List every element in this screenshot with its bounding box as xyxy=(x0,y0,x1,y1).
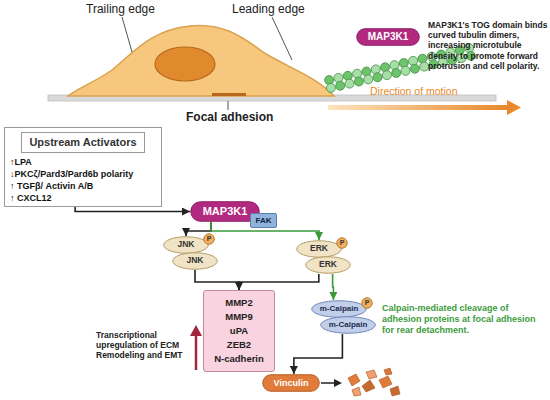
focal-adhesion-contact xyxy=(212,93,246,96)
kinase-oval: ERK xyxy=(305,256,351,274)
tubulin-bead xyxy=(373,73,382,82)
cell-nucleus xyxy=(155,47,215,81)
node-label: ERK xyxy=(319,260,337,270)
region-label: Leading edge xyxy=(232,2,305,16)
upregulation-arrow-shaft xyxy=(195,334,198,370)
ellipse-shape xyxy=(297,241,342,258)
tubulin-bead xyxy=(345,79,354,88)
activator-item: ↑ CXCL12 xyxy=(5,192,161,204)
tubulin-bead xyxy=(420,62,429,71)
phospho-circle: P xyxy=(336,237,348,249)
tubulin-bead xyxy=(326,83,335,92)
node-label: uPA xyxy=(230,324,248,338)
upregulation-arrow-head xyxy=(190,325,202,336)
node-label: JNK xyxy=(186,256,203,266)
activator-item: ↓PKCζ/Pard3/Pard6b polarity xyxy=(5,168,161,180)
protease-oval: m-Calpain xyxy=(320,316,376,334)
tubulin-bead xyxy=(354,77,363,86)
ellipse-shape xyxy=(306,257,351,274)
protein-fragment xyxy=(384,368,392,375)
motion-label: Direction of motion xyxy=(370,85,458,98)
circle-shape xyxy=(337,238,348,249)
ellipse-shape xyxy=(312,301,367,318)
arrow-connector xyxy=(195,270,239,290)
cleavage-arrow-shaft xyxy=(321,382,335,384)
circle-shape xyxy=(362,298,373,309)
region-label: Focal adhesion xyxy=(186,110,273,124)
node-label: ZEB2 xyxy=(227,338,251,352)
box-heading: Upstream Activators xyxy=(21,132,145,153)
arrow-connector xyxy=(239,274,319,290)
circle-shape xyxy=(204,234,215,245)
motion-arrow-shaft xyxy=(328,105,508,110)
tubulin-bead xyxy=(401,66,410,75)
node-label: P xyxy=(365,299,370,307)
motion-arrow-head xyxy=(507,100,521,115)
cell-body xyxy=(68,25,334,96)
activator-item: ↑ TGFβ/ Activin A/B xyxy=(5,180,161,192)
arrow-connector xyxy=(294,334,343,374)
phospho-circle: P xyxy=(361,297,373,309)
kinase-pill: MAP3K1 xyxy=(356,28,420,46)
ellipse-shape xyxy=(321,317,376,334)
node-label: MAP3K1 xyxy=(203,205,248,218)
node-label: P xyxy=(340,239,345,247)
node-label: ERK xyxy=(310,244,328,254)
arrow-connector xyxy=(332,274,334,300)
protein-fragment xyxy=(352,387,361,396)
target-gene-box: MMP2MMP9uPAZEB2N-cadherin xyxy=(203,290,275,372)
protein-fragment xyxy=(366,370,377,379)
node-label: MMP2 xyxy=(225,296,252,310)
leader-line xyxy=(272,17,292,60)
annotation-note: Transcriptional upregulation of ECM Remo… xyxy=(96,330,192,361)
leader-line xyxy=(122,17,132,52)
tubulin-bead xyxy=(392,68,401,77)
node-label: N-cadherin xyxy=(214,352,264,366)
tubulin-bead xyxy=(382,71,391,80)
protease-oval: m-Calpain xyxy=(311,300,367,318)
region-label: Trailing edge xyxy=(86,2,155,16)
annotation-note: Calpain-mediated cleavage of adhesion pr… xyxy=(382,303,548,335)
node-label: m-Calpain xyxy=(329,320,368,329)
protein-fragment xyxy=(362,380,375,392)
pill-shape xyxy=(263,375,320,392)
protein-fragment xyxy=(390,386,400,396)
ellipse-shape xyxy=(164,237,209,254)
node-label: JNK xyxy=(177,240,194,250)
kinase-box: FAK xyxy=(250,213,277,228)
node-label: Vinculin xyxy=(274,378,309,388)
cleavage-arrow-head xyxy=(334,379,342,387)
tubulin-bead xyxy=(364,75,373,84)
node-label: MAP3K1 xyxy=(368,31,409,43)
leader-line xyxy=(228,101,229,110)
activator-item: ↑LPA xyxy=(5,156,161,168)
tubulin-bead xyxy=(336,81,345,90)
activator-box: Upstream Activators ↑LPA↓PKCζ/Pard3/Pard6… xyxy=(4,127,162,207)
node-label: FAK xyxy=(256,216,272,225)
adhesion-protein-pill: Vinculin xyxy=(262,374,320,392)
pill-shape xyxy=(191,202,260,222)
annotation-note: MAP3K1's TOG domain binds curved tubulin… xyxy=(428,20,549,71)
node-label: m-Calpain xyxy=(320,304,359,313)
kinase-oval: JNK xyxy=(172,252,218,270)
protein-fragment xyxy=(348,374,360,386)
node-label: MMP9 xyxy=(225,310,252,324)
arrow-connector xyxy=(75,207,190,212)
node-label: P xyxy=(207,235,212,243)
kinase-oval: JNK xyxy=(163,236,209,254)
tubulin-bead xyxy=(410,64,419,73)
pill-shape xyxy=(357,29,420,46)
phospho-circle: P xyxy=(203,233,215,245)
kinase-oval: ERK xyxy=(296,240,342,258)
ellipse-shape xyxy=(173,253,218,270)
protein-fragment xyxy=(379,376,392,388)
